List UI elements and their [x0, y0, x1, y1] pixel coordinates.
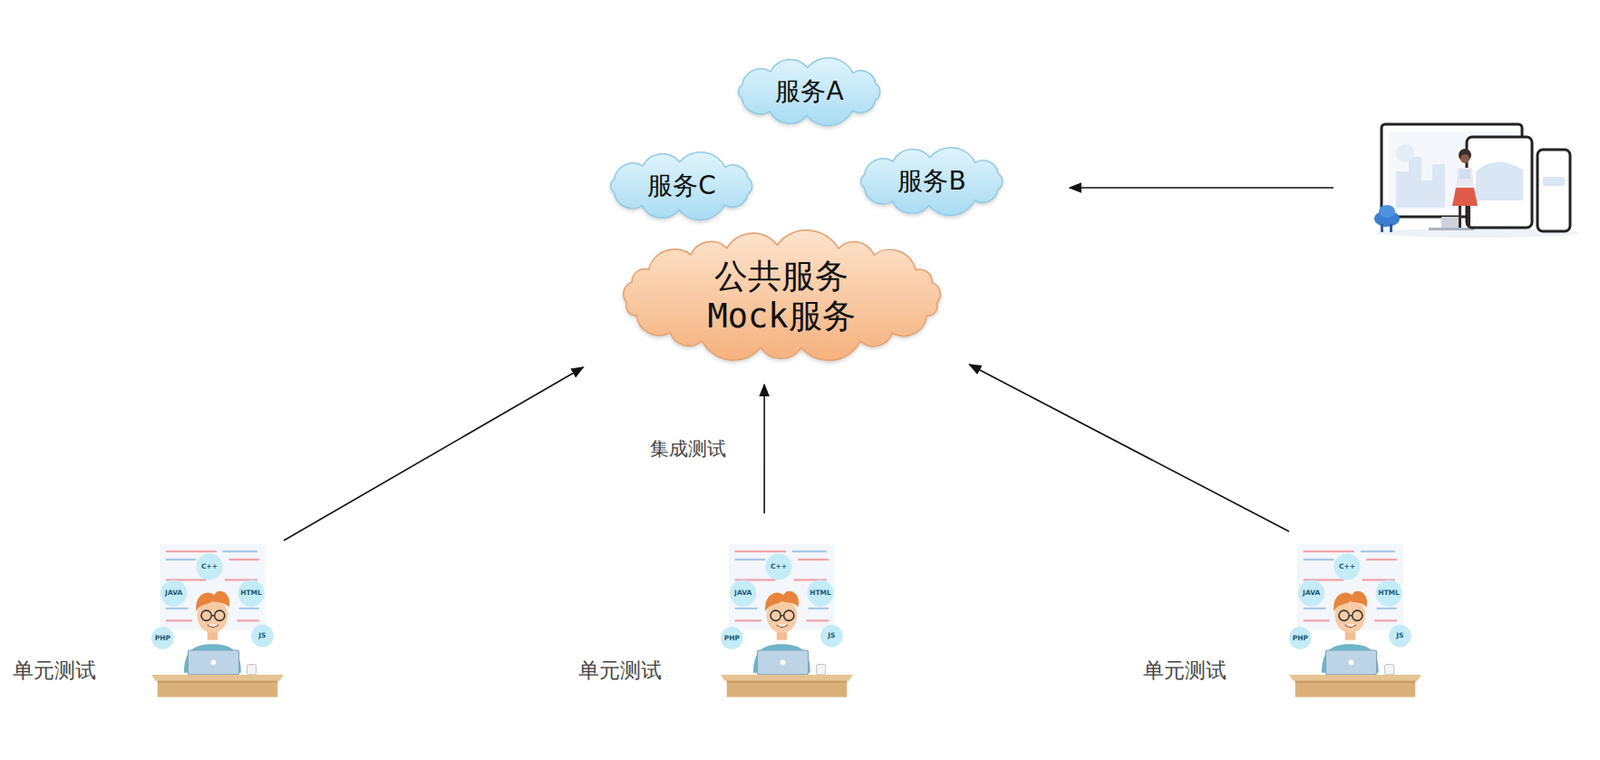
service-cloud: 服务A — [725, 53, 894, 130]
service-cloud: 服务B — [847, 143, 1017, 220]
test-label: 单元测试 — [12, 656, 97, 685]
language-badge: C++ — [1338, 562, 1356, 571]
language-badge: JAVA — [1302, 589, 1320, 597]
language-badge: C++ — [201, 562, 218, 571]
cloud-shape — [622, 230, 940, 361]
developer-figure — [151, 543, 284, 697]
test-arrow — [969, 364, 1290, 532]
cloud-shape — [610, 152, 753, 221]
test-arrow — [763, 384, 766, 514]
client-arrow — [1069, 186, 1334, 189]
language-badge: HTML — [240, 589, 262, 597]
service-name: 服务B — [897, 165, 966, 197]
test-label: 单元测试 — [1143, 656, 1227, 685]
service-cloud: 服务C — [597, 147, 767, 224]
language-badge: JAVA — [164, 589, 183, 597]
mock-service-name: 公共服务 Mock服务 — [690, 256, 873, 338]
cloud-shape — [738, 58, 881, 127]
client-devices — [1374, 124, 1580, 238]
language-badge: JS — [827, 632, 835, 640]
language-badge: PHP — [1292, 634, 1309, 642]
cloud-shape — [861, 147, 1003, 216]
mock-cloud: 公共服务 Mock服务 — [610, 230, 953, 363]
test-label: 单元测试 — [578, 656, 662, 685]
edge-label: 集成测试 — [647, 435, 729, 463]
service-name: 服务A — [775, 76, 844, 107]
language-badge: PHP — [155, 634, 171, 642]
developer: 单元测试 — [1143, 543, 1422, 699]
developer: 单元测试 — [12, 543, 284, 699]
test-arrow — [283, 367, 583, 541]
language-badge: HTML — [809, 589, 832, 597]
language-badge: JAVA — [734, 589, 752, 597]
language-badge: HTML — [1377, 589, 1400, 597]
language-badge: PHP — [724, 634, 740, 642]
language-badge: JS — [1396, 632, 1404, 640]
service-name: 服务C — [647, 170, 717, 202]
developer-figure — [1289, 543, 1422, 697]
language-badge: C++ — [770, 562, 787, 571]
developer-figure — [720, 543, 854, 697]
language-badge: JS — [258, 632, 266, 640]
developer: 单元测试 — [578, 543, 854, 699]
